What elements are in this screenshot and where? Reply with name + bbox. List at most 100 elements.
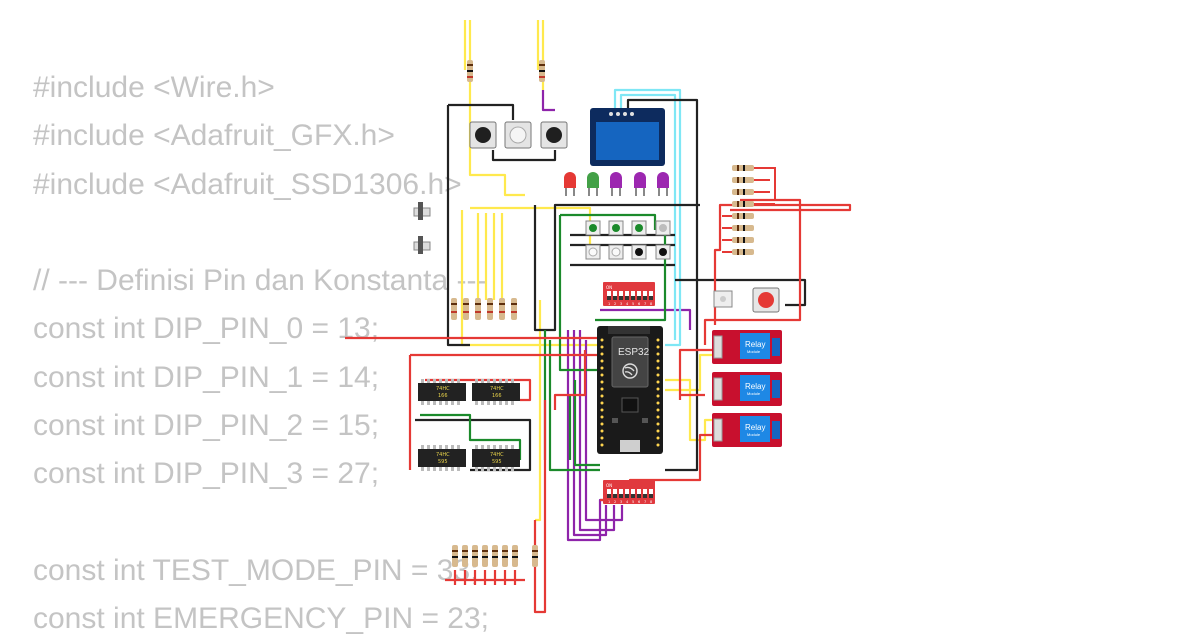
dip-numbers-top: 1 2 3 4 5 6 7 8: [608, 302, 652, 306]
tact-button[interactable]: [631, 220, 647, 236]
slide-switch[interactable]: [413, 202, 431, 220]
wire-black: [533, 203, 700, 332]
chip-74hc166: 74HC 166: [472, 379, 520, 405]
chip-label-line2: 595: [492, 459, 502, 465]
svg-text:1: 1: [608, 302, 610, 306]
svg-text:7: 7: [644, 500, 646, 504]
chip-label-line1: 74HC: [436, 386, 450, 392]
svg-text:2: 2: [614, 500, 616, 504]
dip-on-label: ON: [606, 483, 612, 488]
chip-label-line1: 74HC: [490, 452, 504, 458]
wire-purple: [600, 308, 692, 330]
svg-text:4: 4: [626, 302, 629, 306]
chip-label-line2: 166: [492, 393, 502, 399]
tact-button[interactable]: [585, 244, 601, 260]
esp32-pins-right: [656, 338, 660, 447]
circuit-diagram: ON 1 2 3 4 5 6 7 8 ON: [345, 20, 852, 614]
dip-switch-bottom[interactable]: ON 1 2 3 4 5 6 7 8: [603, 480, 655, 504]
push-buttons-top: [469, 121, 568, 149]
wire-green: [543, 330, 600, 472]
leds: [564, 172, 669, 196]
chip-74hc595: 74HC 595: [418, 445, 466, 471]
relay-module: Relay Module: [712, 413, 782, 447]
svg-text:5: 5: [632, 500, 634, 504]
relay-module: Relay Module: [712, 372, 782, 406]
wire-black: [491, 150, 557, 162]
tact-buttons-grid: [585, 220, 671, 260]
chip-label-line2: 166: [438, 393, 448, 399]
tact-button[interactable]: [631, 244, 647, 260]
wire-green: [420, 413, 522, 460]
svg-text:6: 6: [638, 500, 640, 504]
chip-label-line2: 595: [438, 459, 448, 465]
led-red: [564, 172, 576, 196]
resistor: [467, 60, 473, 82]
code-line: // --- Definisi Pin dan Konstanta ---: [33, 264, 487, 298]
relay-sublabel: Module: [747, 391, 761, 396]
dip-levers: [607, 296, 653, 300]
esp32-label: ESP32: [618, 347, 650, 358]
dip-numbers-bottom: 1 2 3 4 5 6 7 8: [608, 500, 652, 504]
wire-purple: [541, 90, 555, 112]
wire-yellow: [535, 300, 542, 522]
wire-green: [560, 213, 657, 230]
emergency-button[interactable]: [752, 287, 780, 313]
relay-label: Relay: [745, 382, 765, 391]
wire-red: [713, 203, 852, 325]
code-line: const int DIP_PIN_2 = 15;: [33, 409, 380, 443]
dip-switch-top[interactable]: ON 1 2 3 4 5 6 7 8: [603, 282, 655, 306]
svg-text:3: 3: [620, 302, 622, 306]
wire-red: [408, 353, 600, 470]
relay-sublabel: Module: [747, 432, 761, 437]
relay-label: Relay: [745, 340, 765, 349]
dip-on-label: ON: [606, 285, 612, 290]
code-line: const int DIP_PIN_0 = 13;: [33, 312, 380, 346]
esp32-pins-left: [600, 338, 604, 447]
wire-yellow: [463, 20, 525, 197]
espressif-logo-icon: [622, 363, 638, 379]
wire-cyan: [619, 93, 677, 340]
chip-74hc595: 74HC 595: [472, 445, 520, 471]
resistor-row: [451, 298, 517, 320]
tact-button[interactable]: [608, 220, 624, 236]
relay-module: Relay Module: [712, 330, 782, 364]
wire-red: [703, 198, 802, 345]
led-purple: [634, 172, 646, 196]
led-green: [587, 172, 599, 196]
svg-text:3: 3: [620, 500, 622, 504]
led-purple: [610, 172, 622, 196]
wire-red: [445, 570, 525, 585]
code-line: const int DIP_PIN_1 = 14;: [33, 360, 380, 394]
svg-text:7: 7: [644, 302, 646, 306]
tact-button[interactable]: [608, 244, 624, 260]
slide-switch[interactable]: [413, 236, 431, 254]
push-button[interactable]: [540, 121, 568, 149]
relay-modules: Relay Module Relay Module Relay Module: [712, 330, 782, 447]
code-line: #include <Adafruit_SSD1306.h>: [33, 167, 462, 201]
svg-text:8: 8: [650, 302, 652, 306]
resistors: [451, 60, 776, 567]
chip-label-line1: 74HC: [490, 386, 504, 392]
code-line: const int TEST_MODE_PIN = 33;: [33, 553, 479, 587]
emergency-buttons: [713, 287, 780, 313]
svg-text:2: 2: [614, 302, 616, 306]
push-button[interactable]: [504, 121, 532, 149]
dip-levers: [607, 494, 653, 498]
slide-switches: [413, 202, 431, 254]
svg-text:1: 1: [608, 500, 610, 504]
resistor-column-right: [722, 165, 776, 255]
wire-black: [626, 98, 699, 472]
relay-label: Relay: [745, 423, 765, 432]
small-button[interactable]: [713, 290, 733, 308]
code-line: const int DIP_PIN_3 = 27;: [33, 457, 380, 491]
wire-black: [446, 103, 515, 347]
wire-yellow: [460, 210, 600, 347]
tact-button[interactable]: [585, 220, 601, 236]
tact-button[interactable]: [655, 220, 671, 236]
wire-red: [678, 348, 712, 400]
svg-text:8: 8: [650, 500, 652, 504]
tact-button[interactable]: [655, 244, 671, 260]
code-line: #include <Adafruit_GFX.h>: [33, 119, 395, 153]
chip-74hc166: 74HC 166: [418, 379, 466, 405]
push-button[interactable]: [469, 121, 497, 149]
